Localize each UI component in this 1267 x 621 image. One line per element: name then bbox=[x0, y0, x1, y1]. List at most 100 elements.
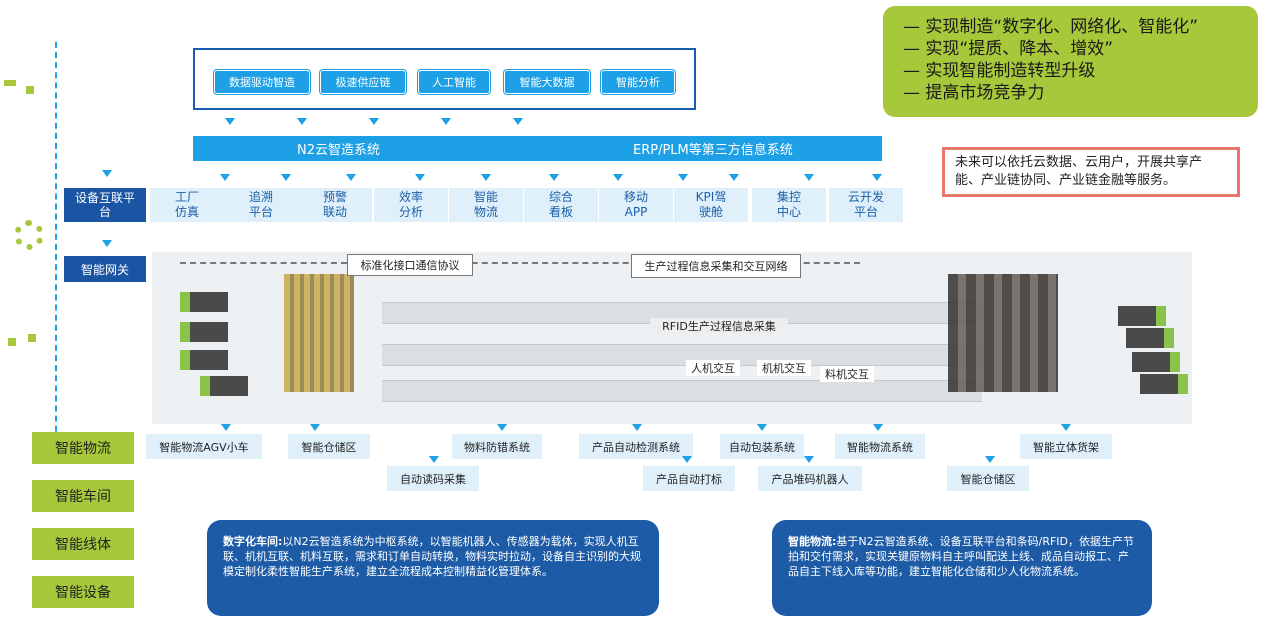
n2-system-label: N2云智造系统 bbox=[297, 143, 380, 158]
tag-warehouse-right: 智能仓储区 bbox=[947, 466, 1029, 491]
feature-chip: 数据驱动智造 bbox=[214, 70, 310, 94]
arrow-down-icon bbox=[804, 456, 814, 463]
left-label-logistics: 智能物流 bbox=[32, 432, 134, 464]
mmi-label: 机机交互 bbox=[757, 360, 811, 376]
digital-workshop-note: 数字化车间:以N2云智造系统为中枢系统，以智能机器人、传感器为载体，实现人机互联… bbox=[207, 520, 659, 616]
feature-chip: 极速供应链 bbox=[320, 70, 406, 94]
module-alert: 预警联动 bbox=[298, 188, 372, 222]
arrow-down-icon bbox=[729, 174, 739, 181]
arrow-down-icon bbox=[310, 424, 320, 431]
module-factory-sim: 工厂仿真 bbox=[150, 188, 224, 222]
truck-icon bbox=[180, 322, 228, 342]
left-label-equipment: 智能设备 bbox=[32, 576, 134, 608]
module-control: 集控中心 bbox=[752, 188, 826, 222]
rfid-label: RFID生产过程信息采集 bbox=[650, 318, 788, 334]
module-kpi: KPI驾驶舱 bbox=[674, 188, 748, 222]
arrow-down-icon bbox=[346, 174, 356, 181]
tag-auto-read: 自动读码采集 bbox=[387, 466, 479, 491]
truck-icon bbox=[180, 350, 228, 370]
arrow-down-icon bbox=[682, 456, 692, 463]
hmi-label: 人机交互 bbox=[686, 360, 740, 376]
arrow-down-icon bbox=[872, 174, 882, 181]
arrow-down-icon bbox=[613, 174, 623, 181]
arrow-down-icon bbox=[415, 174, 425, 181]
arrow-down-icon bbox=[369, 118, 379, 125]
arrow-down-icon bbox=[497, 424, 507, 431]
module-efficiency: 效率分析 bbox=[374, 188, 448, 222]
deco-square bbox=[4, 80, 16, 86]
storage-rack-left bbox=[284, 274, 354, 392]
feature-chip: 智能分析 bbox=[601, 70, 675, 94]
goal-item: — 实现智能制造转型升级 bbox=[903, 61, 1096, 81]
tag-auto-marking: 产品自动打标 bbox=[643, 466, 735, 491]
arrow-down-icon bbox=[757, 424, 767, 431]
goal-item: — 实现“提质、降本、增效” bbox=[903, 39, 1114, 59]
arrow-down-icon bbox=[632, 424, 642, 431]
truck-icon bbox=[1118, 306, 1166, 326]
goals-box: — 实现制造“数字化、网络化、智能化” — 实现“提质、降本、增效” — 实现智… bbox=[883, 6, 1258, 117]
truck-icon bbox=[1132, 352, 1180, 372]
arrow-down-icon bbox=[102, 170, 112, 177]
note-title: 数字化车间: bbox=[223, 535, 283, 548]
note-text: 基于N2云智造系统、设备互联平台和条码/RFID，依据生产节拍和交付需求，实现关… bbox=[788, 535, 1135, 578]
truck-icon bbox=[1126, 328, 1174, 348]
smart-logistics-note: 智能物流:基于N2云智造系统、设备互联平台和条码/RFID，依据生产节拍和交付需… bbox=[772, 520, 1152, 616]
gear-icon bbox=[14, 220, 44, 250]
deco-square bbox=[26, 86, 34, 94]
tag-3d-rack: 智能立体货架 bbox=[1020, 434, 1112, 459]
module-logistics: 智能物流 bbox=[449, 188, 523, 222]
deco-square bbox=[8, 338, 16, 346]
left-label-line: 智能线体 bbox=[32, 528, 134, 560]
feature-chip: 智能大数据 bbox=[504, 70, 590, 94]
left-label-workshop: 智能车间 bbox=[32, 480, 134, 512]
arrow-down-icon bbox=[297, 118, 307, 125]
tag-warehouse-left: 智能仓储区 bbox=[288, 434, 370, 459]
arrow-down-icon bbox=[221, 424, 231, 431]
arrow-down-icon bbox=[1061, 424, 1071, 431]
tag-mistake-proof: 物料防错系统 bbox=[452, 434, 542, 459]
platform-label: 设备互联平台 bbox=[64, 188, 146, 222]
arrow-down-icon bbox=[225, 118, 235, 125]
arrow-down-icon bbox=[102, 240, 112, 247]
note-text: 以N2云智造系统为中枢系统，以智能机器人、传感器为载体，实现人机互联、机机互联、… bbox=[223, 535, 641, 578]
truck-icon bbox=[200, 376, 248, 396]
production-line bbox=[382, 344, 982, 366]
tag-auto-pack: 自动包装系统 bbox=[720, 434, 804, 459]
arrow-down-icon bbox=[441, 118, 451, 125]
arrow-down-icon bbox=[513, 118, 523, 125]
note-title: 智能物流: bbox=[788, 535, 837, 548]
tag-auto-inspect: 产品自动检测系统 bbox=[579, 434, 693, 459]
module-dashboard: 综合看板 bbox=[524, 188, 598, 222]
factory-illustration bbox=[152, 252, 1192, 424]
arrow-down-icon bbox=[678, 174, 688, 181]
protocol-label: 标准化接口通信协议 bbox=[347, 254, 473, 276]
arrow-down-icon bbox=[873, 424, 883, 431]
arrow-down-icon bbox=[804, 174, 814, 181]
feature-chip: 人工智能 bbox=[418, 70, 490, 94]
network-label: 生产过程信息采集和交互网络 bbox=[631, 254, 801, 278]
left-dashed-line bbox=[55, 42, 57, 462]
truck-icon bbox=[1140, 374, 1188, 394]
tag-agv: 智能物流AGV小车 bbox=[146, 434, 262, 459]
tag-stacking-robot: 产品堆码机器人 bbox=[758, 466, 862, 491]
gateway-label: 智能网关 bbox=[64, 256, 146, 282]
network-dashed-line bbox=[180, 262, 860, 264]
future-box: 未来可以依托云数据、云用户，开展共享产能、产业链协同、产业链金融等服务。 bbox=[942, 147, 1240, 197]
arrow-down-icon bbox=[481, 174, 491, 181]
arrow-down-icon bbox=[549, 174, 559, 181]
n2-system-bar: N2云智造系统 ERP/PLM等第三方信息系统 bbox=[193, 136, 882, 161]
arrow-down-icon bbox=[281, 174, 291, 181]
truck-icon bbox=[180, 292, 228, 312]
third-party-label: ERP/PLM等第三方信息系统 bbox=[633, 143, 793, 158]
production-line bbox=[382, 380, 982, 402]
arrow-down-icon bbox=[220, 174, 230, 181]
material-interaction-label: 料机交互 bbox=[820, 366, 874, 382]
deco-square bbox=[28, 334, 36, 342]
arrow-down-icon bbox=[985, 456, 995, 463]
arrow-down-icon bbox=[429, 456, 439, 463]
module-trace: 追溯平台 bbox=[224, 188, 298, 222]
goal-item: — 实现制造“数字化、网络化、智能化” bbox=[903, 17, 1199, 37]
tag-smart-logistics: 智能物流系统 bbox=[835, 434, 925, 459]
storage-rack-right bbox=[948, 274, 1058, 392]
